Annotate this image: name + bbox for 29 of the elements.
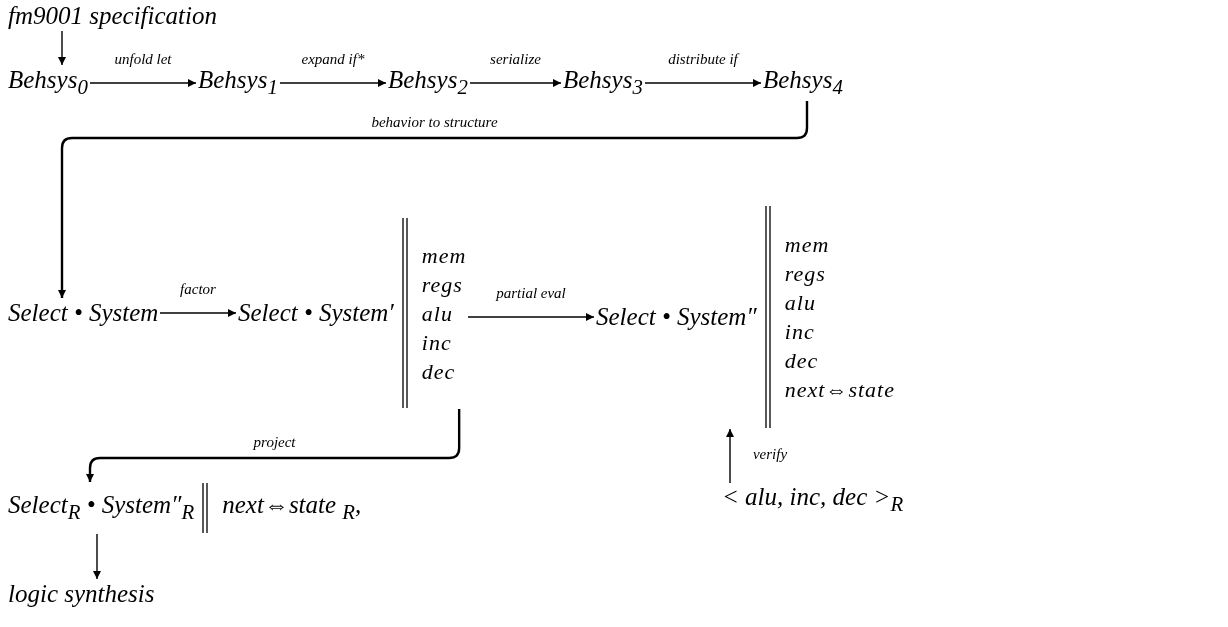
edge-label: serialize — [490, 51, 541, 68]
term-text: Select • System′ — [238, 299, 394, 327]
arrow — [644, 79, 762, 87]
arrow — [469, 79, 562, 87]
arrow — [93, 533, 101, 580]
term-text: next⇔state $_{R}$, — [222, 491, 362, 525]
edge-label: verify — [752, 445, 788, 463]
arrow — [159, 309, 237, 317]
term-text: Select$_{R}$ • System″$_{R}$ — [8, 491, 195, 525]
edge-label: behavior to structure — [371, 114, 498, 131]
component-list: mem regs alu inc dec next⇔state — [784, 230, 895, 404]
edge-label: expand if* — [301, 51, 365, 68]
edge-label: unfold let — [114, 51, 172, 68]
edge-label: partial eval — [496, 285, 566, 302]
term-text: Select • System″ — [596, 303, 757, 331]
arrow — [89, 79, 197, 87]
arrow — [467, 313, 595, 321]
component-list: mem regs alu inc dec — [421, 240, 467, 386]
parallel-composition — [238, 218, 467, 408]
arrow — [279, 79, 387, 87]
edge-label: factor — [180, 281, 216, 298]
parallel-composition — [8, 483, 362, 533]
edge-label: distribute if — [668, 51, 738, 68]
arrow — [726, 428, 734, 484]
arrow — [86, 409, 461, 482]
arrow — [58, 101, 809, 298]
arrow — [58, 30, 66, 66]
edge-label: project — [253, 434, 296, 451]
parallel-composition — [596, 206, 895, 428]
